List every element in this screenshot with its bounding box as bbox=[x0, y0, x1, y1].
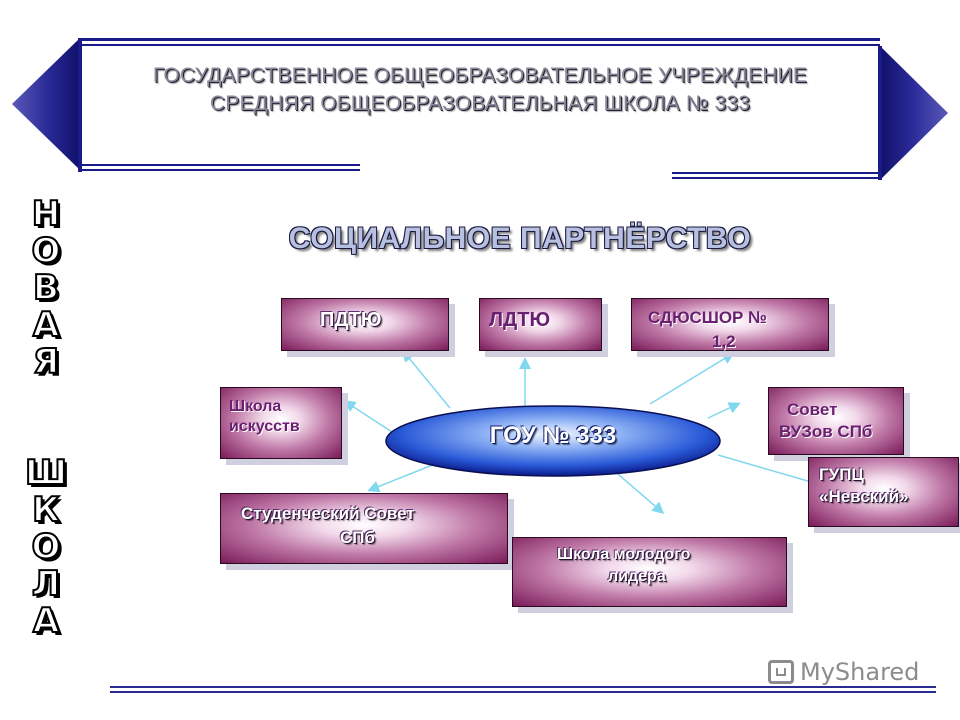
partner-label: СПб bbox=[340, 528, 375, 547]
partner-label: 1,2 bbox=[712, 332, 736, 351]
side-letter: А bbox=[32, 601, 60, 641]
banner-left-arrow bbox=[12, 38, 80, 170]
side-letter: О bbox=[31, 527, 62, 567]
partner-label: «Невский» bbox=[819, 487, 909, 506]
side-letter: А bbox=[32, 305, 60, 345]
header-title: ГОСУДАРСТВЕННОЕ ОБЩЕОБРАЗОВАТЕЛЬНОЕ УЧРЕ… bbox=[90, 62, 870, 118]
partner-label: Школа молодого bbox=[557, 546, 691, 563]
side-letter: Ш bbox=[24, 453, 68, 493]
hub-label: ГОУ № 333 bbox=[489, 422, 617, 449]
partner-label: ПДТЮ bbox=[320, 309, 382, 331]
partner-gupc: ГУПЦ «Невский» bbox=[808, 457, 959, 527]
side-letter: Л bbox=[31, 564, 61, 604]
diagram-title: СОЦИАЛЬНОЕ ПАРТНЁРСТВО bbox=[288, 222, 752, 255]
partner-label: Студенческий Совет bbox=[241, 504, 415, 523]
partner-ldtyu: ЛДТЮ bbox=[479, 298, 602, 351]
myshared-logo-icon bbox=[768, 660, 794, 684]
partner-label: Школа bbox=[229, 398, 282, 415]
partner-label: искусств bbox=[229, 418, 300, 435]
watermark: MyShared bbox=[768, 658, 919, 686]
side-letter: К bbox=[31, 490, 61, 530]
banner-right-arrow bbox=[880, 46, 948, 180]
watermark-text: MyShared bbox=[800, 658, 920, 686]
partner-label: ГУПЦ bbox=[819, 465, 864, 484]
header-line-1: ГОСУДАРСТВЕННОЕ ОБЩЕОБРАЗОВАТЕЛЬНОЕ УЧРЕ… bbox=[152, 64, 808, 87]
partner-label: лидера bbox=[608, 568, 666, 585]
partner-label: СДЮСШОР № bbox=[648, 308, 768, 327]
partner-label: Совет bbox=[787, 400, 838, 419]
partner-pdtyu: ПДТЮ bbox=[281, 298, 449, 351]
partner-label: ВУЗов СПб bbox=[779, 422, 873, 441]
partner-sdyushor: СДЮСШОР № 1,2 bbox=[631, 298, 829, 351]
partner-council: Совет ВУЗов СПб bbox=[768, 387, 904, 455]
partner-young-leader: Школа молодого лидера bbox=[512, 537, 787, 607]
side-title: Н О В А Я Ш К О Л А bbox=[18, 194, 74, 641]
side-letter: О bbox=[31, 231, 62, 271]
partner-student-council: Студенческий Совет СПб bbox=[220, 493, 508, 564]
side-letter: В bbox=[32, 268, 60, 308]
partner-label: ЛДТЮ bbox=[489, 309, 551, 331]
side-letter: Н bbox=[31, 194, 62, 234]
side-letter: Я bbox=[32, 342, 60, 382]
header-line-2: СРЕДНЯЯ ОБЩЕОБРАЗОВАТЕЛЬНАЯ ШКОЛА № 333 bbox=[209, 92, 751, 115]
footer-divider bbox=[110, 686, 936, 696]
partner-art-school: Школа искусств bbox=[220, 387, 342, 459]
